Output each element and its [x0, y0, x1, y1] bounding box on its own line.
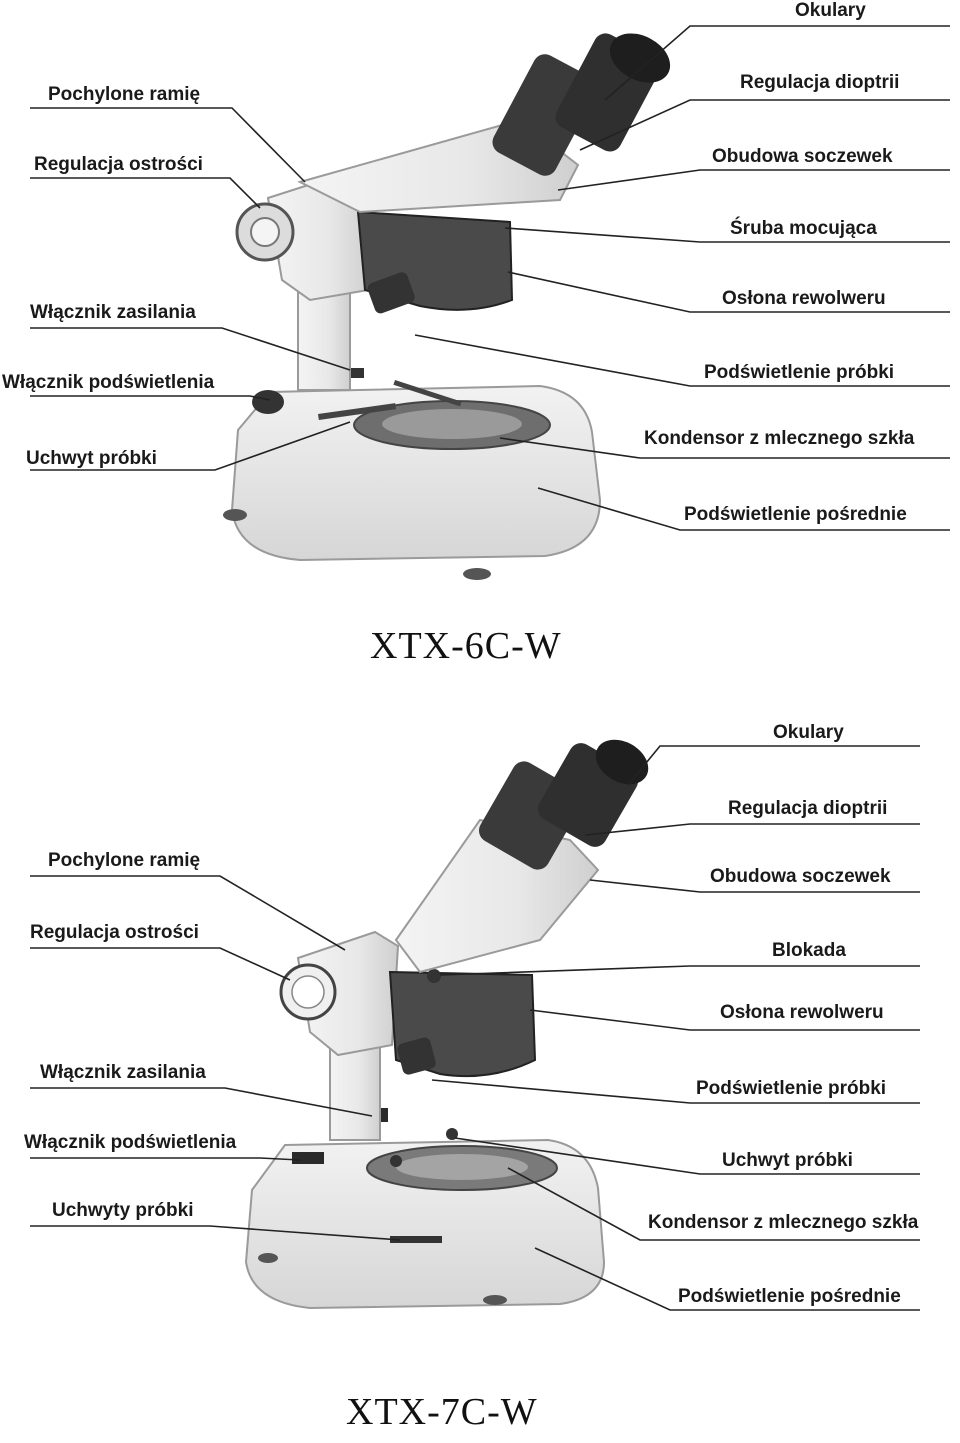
label-podswietlenie-posrednie-2: Podświetlenie pośrednie	[678, 1286, 901, 1307]
label-okulary-1: Okulary	[795, 0, 866, 21]
label-kondensor-2: Kondensor z mlecznego szkła	[648, 1212, 919, 1233]
label-kondensor-1: Kondensor z mlecznego szkła	[644, 428, 915, 449]
leader-lines-2	[30, 745, 920, 1311]
label-pochylone-ramie-1: Pochylone ramię	[48, 84, 201, 105]
label-okulary-2: Okulary	[773, 722, 844, 743]
label-regulacja-dioptrii-1: Regulacja dioptrii	[740, 72, 900, 93]
microscope-xtx-6c-w	[223, 33, 671, 580]
stage-clip-1	[318, 403, 397, 420]
power-switch-1	[342, 368, 364, 378]
label-wlacznik-zasilania-1: Włącznik zasilania	[30, 302, 196, 323]
label-regulacja-ostrosci-2: Regulacja ostrości	[30, 922, 199, 943]
base-foot-1b	[463, 568, 491, 580]
milk-glass-2	[396, 1154, 528, 1180]
base-foot-2	[258, 1253, 278, 1263]
sample-holder-slot-2	[390, 1236, 442, 1243]
label-regulacja-ostrosci-1: Regulacja ostrości	[34, 154, 203, 175]
label-wlacznik-podswietlenia-2: Włącznik podświetlenia	[24, 1132, 237, 1153]
focus-knob-center-1	[250, 217, 280, 247]
eyepieces-1	[492, 33, 671, 176]
model-name-2: XTX-7C-W	[346, 1391, 538, 1433]
label-obudowa-soczewek-1: Obudowa soczewek	[712, 146, 893, 167]
label-podswietlenie-probki-2: Podświetlenie próbki	[696, 1078, 887, 1099]
microscope-xtx-7c-w	[244, 739, 649, 1310]
turret-knob-1	[367, 272, 415, 314]
turret-knob-2	[397, 1037, 436, 1075]
label-oslona-rewolweru-2: Osłona rewolweru	[720, 1002, 884, 1023]
label-pochylone-ramie-2: Pochylone ramię	[48, 850, 201, 871]
label-uchwyt-probki-2: Uchwyt próbki	[722, 1150, 853, 1171]
focus-block-2	[296, 930, 400, 1057]
eyepieces-2	[478, 739, 649, 870]
model-name-1: XTX-6C-W	[370, 625, 562, 667]
label-wlacznik-zasilania-2: Włącznik zasilania	[40, 1062, 206, 1083]
label-oslona-rewolweru-1: Osłona rewolweru	[722, 288, 886, 309]
focus-knob-center-2	[291, 975, 325, 1009]
label-wlacznik-podswietlenia-1: Włącznik podświetlenia	[2, 372, 215, 393]
light-switch-2	[292, 1152, 324, 1164]
stage-clip-screw-2	[390, 1155, 402, 1167]
label-regulacja-dioptrii-2: Regulacja dioptrii	[728, 798, 888, 819]
light-switch-knob-1	[252, 390, 284, 414]
label-obudowa-soczewek-2: Obudowa soczewek	[710, 866, 891, 887]
stage-clip-1b	[393, 380, 462, 407]
label-uchwyty-probki-2: Uchwyty próbki	[52, 1200, 194, 1221]
label-blokada-2: Blokada	[772, 940, 846, 961]
milk-glass-1	[382, 409, 522, 439]
base-foot-1	[223, 509, 247, 521]
leader-lines-1	[30, 25, 950, 531]
label-uchwyt-probki-1: Uchwyt próbki	[26, 448, 157, 469]
lock-screw-2	[427, 969, 441, 983]
label-podswietlenie-posrednie-1: Podświetlenie pośrednie	[684, 504, 907, 525]
label-podswietlenie-probki-1: Podświetlenie próbki	[704, 362, 895, 383]
label-sruba-mocujaca-1: Śruba mocująca	[730, 218, 877, 239]
stage-clip-screw-2b	[446, 1128, 458, 1140]
base-foot-2b	[483, 1295, 507, 1305]
